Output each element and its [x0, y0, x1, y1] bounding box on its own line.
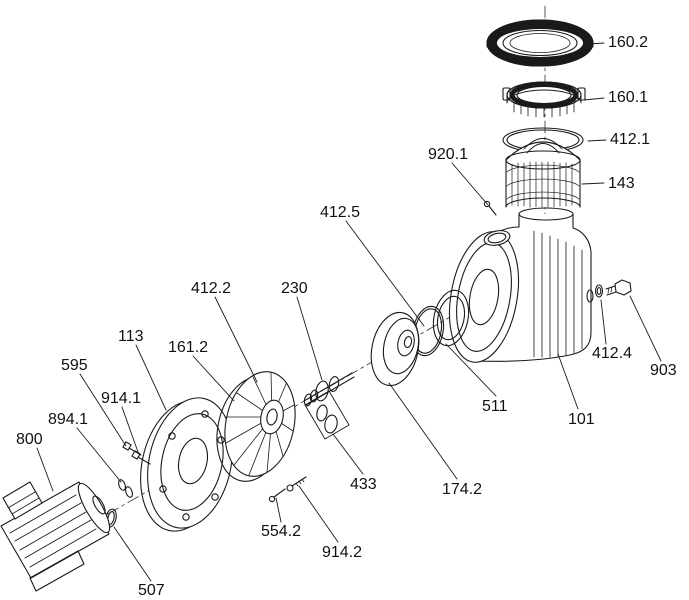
motor-drawing [0, 481, 111, 592]
strainer-basket-drawing [505, 138, 581, 208]
part-label-230: 230 [281, 280, 308, 297]
impeller-drawing [370, 311, 420, 387]
part-label-554-2: 554.2 [261, 523, 302, 540]
leader-lines [36, 42, 662, 582]
screw-554-2-drawing [268, 488, 286, 503]
drain-plug-drawing [605, 279, 632, 296]
part-label-903: 903 [650, 362, 677, 379]
part-label-412-1: 412.1 [610, 131, 651, 148]
washers-894-1-drawing [118, 479, 133, 498]
part-label-412-2: 412.2 [191, 280, 232, 297]
shaft-seal-assembly-drawing [303, 372, 355, 440]
part-label-160-1: 160.1 [608, 89, 649, 106]
part-label-101: 101 [568, 411, 595, 428]
part-label-433: 433 [350, 476, 377, 493]
part-label-507: 507 [138, 582, 165, 599]
part-label-920-1: 920.1 [428, 146, 469, 163]
part-label-143: 143 [608, 175, 635, 192]
part-label-894-1: 894.1 [48, 411, 89, 428]
part-label-160-2: 160.2 [608, 34, 649, 51]
part-label-511: 511 [482, 398, 508, 415]
pump-housing-drawing [448, 207, 594, 363]
part-label-412-5: 412.5 [320, 204, 361, 221]
part-label-174-2: 174.2 [442, 481, 483, 498]
part-label-595: 595 [61, 357, 88, 374]
part-label-161-2: 161.2 [168, 339, 209, 356]
part-label-914-1: 914.1 [101, 390, 142, 407]
oring-412-4-drawing [594, 284, 604, 298]
part-label-113: 113 [118, 328, 144, 345]
screw-914-1-drawing [131, 450, 151, 465]
screw-920-1-drawing [483, 200, 497, 216]
motor-flange-drawing [140, 397, 233, 532]
part-label-800: 800 [16, 431, 43, 448]
screw-914-2-drawing [286, 476, 307, 492]
clamp-ring-drawing [502, 81, 586, 118]
lid-ring-drawing [486, 19, 594, 67]
diffuser-drawing [216, 371, 296, 482]
part-label-412-4: 412.4 [592, 345, 633, 362]
part-label-914-2: 914.2 [322, 544, 363, 561]
ring-511-drawing [432, 289, 470, 347]
